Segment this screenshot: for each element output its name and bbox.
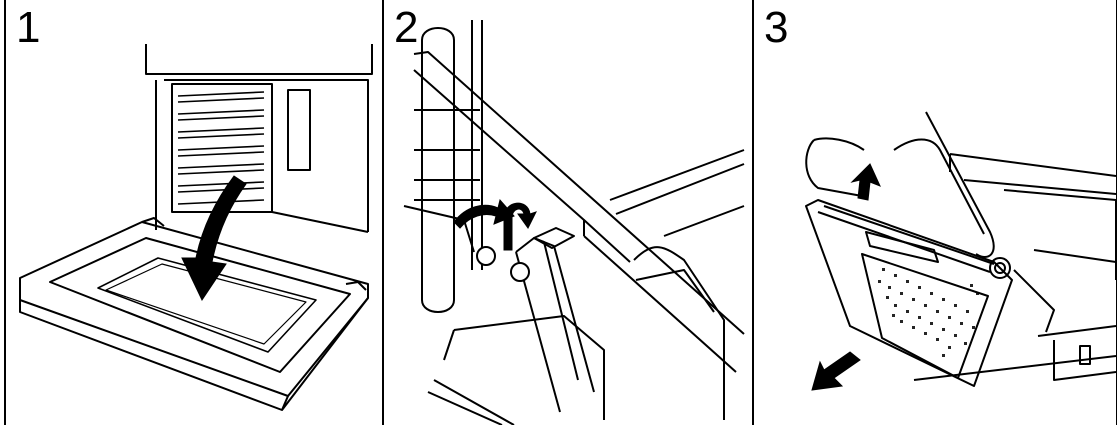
step-2-illustration (384, 0, 754, 425)
curved-arrow-down-icon (182, 176, 246, 300)
step-3-illustration (754, 0, 1116, 425)
step-2-panel: 2 (382, 0, 754, 425)
step-number: 1 (16, 6, 40, 50)
step-1-panel: 1 (4, 0, 384, 425)
step-3-panel: 3 (752, 0, 1117, 425)
lever-arrow-icon (504, 203, 536, 250)
step-number: 2 (394, 6, 418, 50)
pull-out-arrow-icon (812, 352, 860, 390)
step-1-illustration (6, 0, 384, 425)
step-number: 3 (764, 6, 788, 50)
